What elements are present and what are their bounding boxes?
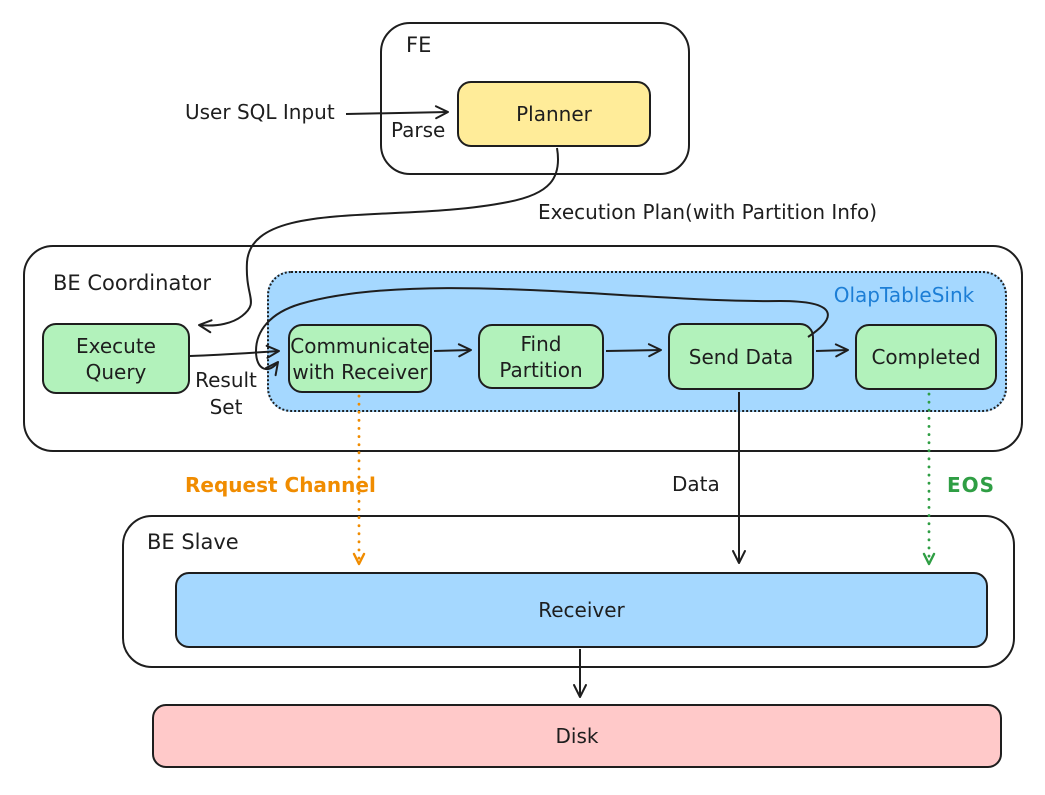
communicate-with-receiver-node: Communicate with Receiver <box>288 324 432 393</box>
be-coordinator-label: BE Coordinator <box>53 271 212 295</box>
result-set-label: Result Set <box>195 368 257 419</box>
completed-node: Completed <box>855 324 997 390</box>
fe-container-label: FE <box>406 33 432 57</box>
data-label: Data <box>672 472 720 496</box>
execute-query-node: Execute Query <box>42 323 190 394</box>
find-partition-node: Find Partition <box>478 324 604 389</box>
parse-label: Parse <box>391 118 446 142</box>
be-slave-label: BE Slave <box>147 530 239 554</box>
send-data-node: Send Data <box>668 323 814 390</box>
execution-plan-label: Execution Plan(with Partition Info) <box>538 200 878 224</box>
receiver-node: Receiver <box>175 572 988 648</box>
request-channel-label: Request Channel <box>185 473 376 497</box>
eos-label: EOS <box>947 473 996 497</box>
be-slave-container <box>122 515 1015 668</box>
olap-table-sink-label: OlapTableSink <box>833 283 975 307</box>
disk-node: Disk <box>152 704 1002 768</box>
user-sql-input-label: User SQL Input <box>185 100 335 124</box>
planner-node: Planner <box>457 81 651 147</box>
